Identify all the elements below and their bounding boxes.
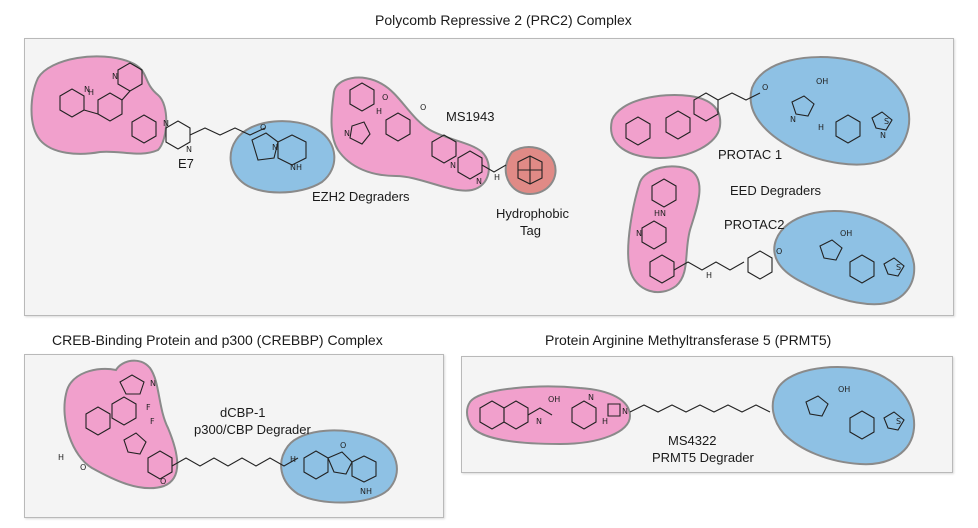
atom-label: OH [816, 77, 828, 86]
atom-label: H [88, 88, 94, 97]
atom-label: N [84, 85, 90, 94]
atom-label: NH [290, 163, 302, 172]
protac2-vhl-ligand-region [773, 210, 916, 306]
atom-label: NH [360, 487, 372, 496]
atom-label: H [290, 455, 296, 464]
atom-label: N [450, 161, 456, 170]
e7-ezh2-ligand-region [30, 55, 168, 155]
dcbp1-label-line2: p300/CBP Degrader [194, 422, 311, 437]
atom-label: N [636, 229, 642, 238]
atom-label: H [494, 173, 500, 182]
atom-label: N [150, 379, 156, 388]
eed-degraders-label: EED Degraders [730, 183, 822, 198]
atom-label: N [790, 115, 796, 124]
atom-label: O [260, 123, 266, 132]
ms1943-label: MS1943 [446, 109, 495, 124]
atom-label: F [150, 417, 155, 426]
dcbp1-label-line1: dCBP-1 [220, 405, 266, 420]
dcbp1-cbp-ligand-region [63, 359, 179, 490]
protac1-label: PROTAC 1 [718, 147, 783, 162]
ezh2-degraders-label: EZH2 Degraders [312, 189, 410, 204]
ms4322-structure: OH N N H N OH S [466, 365, 916, 466]
prmt5-title: Protein Arginine Methyltransferase 5 (PR… [545, 332, 832, 348]
protac2-label: PROTAC2 [724, 217, 785, 232]
atom-label: OH [838, 385, 850, 394]
prc2-title: Polycomb Repressive 2 (PRC2) Complex [375, 12, 632, 28]
ms1943-structure: O O H N N N H [330, 76, 557, 196]
e7-structure: H N N N N N NH O [30, 55, 336, 194]
atom-label: N [344, 129, 350, 138]
atom-label: O [776, 247, 782, 256]
protac1-vhl-ligand-region [749, 56, 911, 166]
atom-label: OH [840, 229, 852, 238]
atom-label: S [884, 117, 889, 126]
protac1-structure: O OH N H S N [610, 56, 911, 166]
crebbp-title: CREB-Binding Protein and p300 (CREBBP) C… [52, 332, 383, 348]
atom-label: N [880, 131, 886, 140]
atom-label: O [160, 477, 166, 486]
ms4322-label-line1: MS4322 [668, 433, 717, 448]
ms4322-prmt5-ligand-region [466, 385, 632, 446]
dcbp1-structure: N F F H O O H O NH [58, 359, 398, 504]
ms4322-label-line2: PRMT5 Degrader [652, 450, 754, 465]
atom-label: O [762, 83, 768, 92]
atom-label: N [476, 177, 482, 186]
atom-label: S [896, 263, 901, 272]
atom-label: N [112, 72, 118, 81]
atom-label: N [163, 119, 169, 128]
atom-label: N [536, 417, 542, 426]
ms4322-vhl-ligand-region [771, 365, 916, 466]
hydrophobic-tag-label-line1: Hydrophobic [496, 206, 569, 221]
protac2-eed-ligand-region [627, 165, 701, 294]
e7-label: E7 [178, 156, 194, 171]
protac2-structure: HN N H O OH S [627, 165, 916, 306]
atom-label: O [80, 463, 86, 472]
atom-label: H [58, 453, 64, 462]
e7-e3-ligand-region [229, 120, 336, 194]
atom-label: N [622, 407, 628, 416]
atom-label: N [272, 143, 278, 152]
atom-label: S [896, 417, 901, 426]
atom-label: HN [654, 209, 666, 218]
atom-label: O [420, 103, 426, 112]
atom-label: O [340, 441, 346, 450]
atom-label: H [818, 123, 824, 132]
atom-label: H [706, 271, 712, 280]
atom-label: H [602, 417, 608, 426]
atom-label: H [376, 107, 382, 116]
atom-label: OH [548, 395, 560, 404]
atom-label: O [382, 93, 388, 102]
hydrophobic-tag-label-line2: Tag [520, 223, 541, 238]
atom-label: N [588, 393, 594, 402]
dcbp1-crbn-ligand-region [280, 429, 398, 504]
atom-label: N [186, 145, 192, 154]
atom-label: F [146, 403, 151, 412]
